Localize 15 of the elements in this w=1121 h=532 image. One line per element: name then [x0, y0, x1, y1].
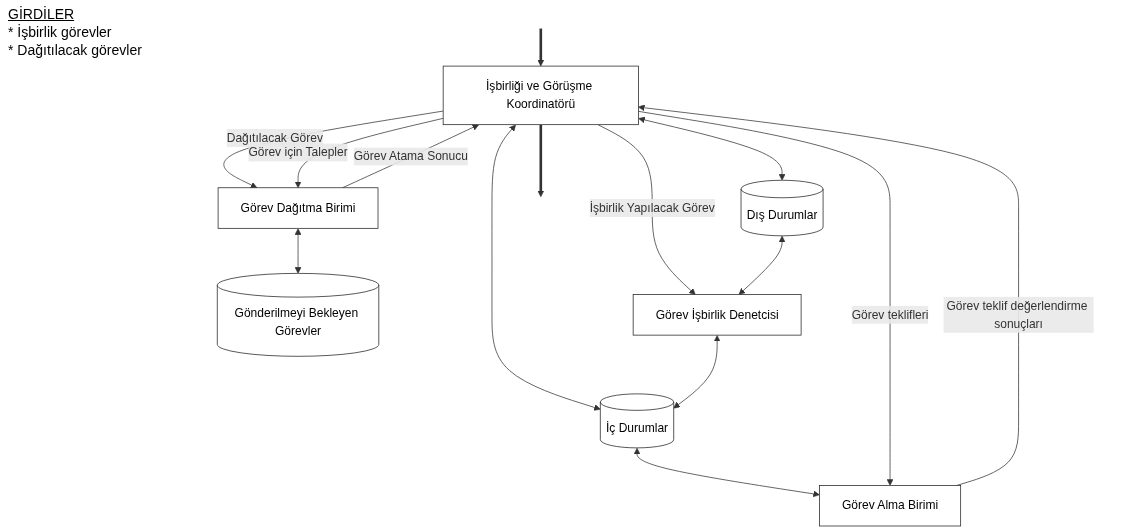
inputs-heading: GİRDİLER — [8, 6, 76, 22]
edge-label: Görev teklifleri — [851, 308, 929, 321]
edge-label: Görev Atama Sonucu — [353, 149, 468, 163]
edge-label: Görev teklif değerlendirme sonuçları — [946, 299, 1088, 330]
edge-label: Görev için Talepler — [248, 145, 348, 159]
arrow — [537, 28, 545, 67]
node-box: İşbirliği ve Görüşme Koordinatörü — [442, 65, 639, 126]
node-box: Görev Alma Birimi — [819, 485, 962, 527]
input-list-item: * Dağıtılacak görevler — [8, 42, 143, 58]
edge-label: İşbirlik Yapılacak Görev — [589, 201, 715, 215]
arrow — [537, 124, 545, 198]
edge-label: Dağıtılacak Görev — [226, 131, 323, 145]
node-box: Görev İşbirlik Denetcisi — [632, 294, 802, 336]
input-list-item: * İşbirlik görevler — [8, 24, 113, 40]
node-box: Görev Dağıtma Birimi — [217, 187, 379, 229]
